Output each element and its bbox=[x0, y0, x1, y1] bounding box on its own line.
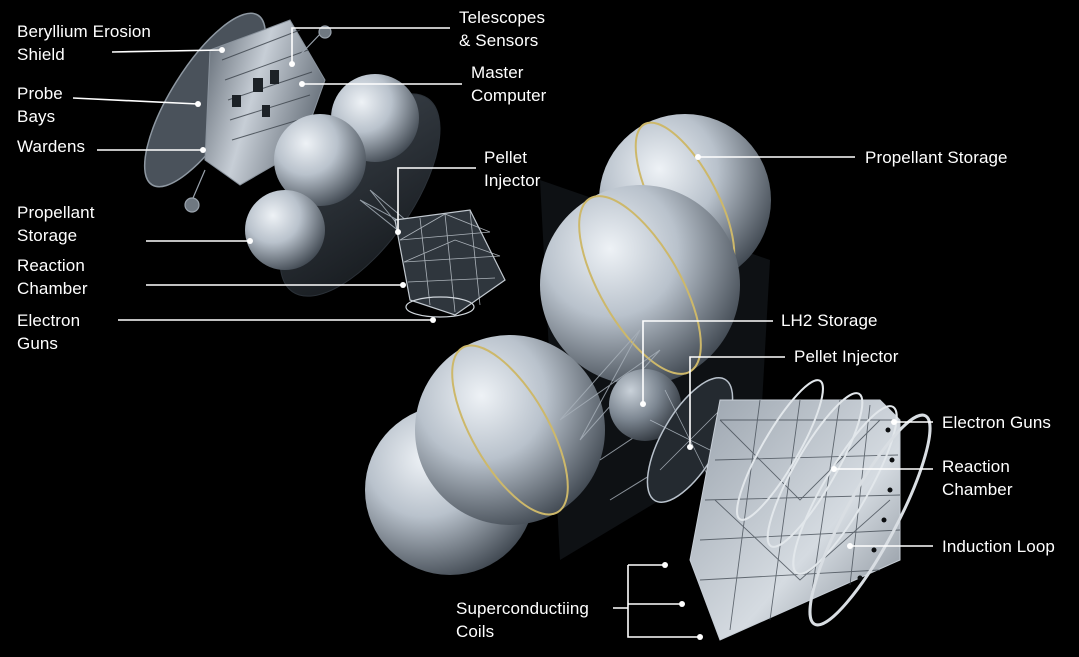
probe-module bbox=[123, 0, 505, 321]
label-master-computer: Master Computer bbox=[471, 61, 546, 107]
label-wardens: Wardens bbox=[17, 135, 85, 158]
leader-superconducting-coils bbox=[613, 565, 700, 637]
label-propellant-storage: Propellant Storage bbox=[865, 146, 1008, 169]
label-probe-propellant-storage: Propellant Storage bbox=[17, 201, 95, 247]
label-probe-bays: Probe Bays bbox=[17, 82, 63, 128]
label-probe-reaction-chamber: Reaction Chamber bbox=[17, 254, 88, 300]
stage-module bbox=[365, 109, 948, 640]
label-electron-guns: Electron Guns bbox=[942, 411, 1051, 434]
label-induction-loop: Induction Loop bbox=[942, 535, 1055, 558]
label-telescopes-sensors: Telescopes & Sensors bbox=[459, 6, 545, 52]
probe-sphere-lower bbox=[245, 190, 325, 270]
leader-telescopes bbox=[292, 28, 450, 64]
label-probe-electron-guns: Electron Guns bbox=[17, 309, 80, 355]
label-probe-pellet-injector: Pellet Injector bbox=[484, 146, 541, 192]
lh2-sphere-front bbox=[415, 335, 605, 525]
label-beryllium-erosion-shield: Beryllium Erosion Shield bbox=[17, 20, 151, 66]
label-lh2-storage: LH2 Storage bbox=[781, 309, 878, 332]
label-superconducting-coils: Superconductiing Coils bbox=[456, 597, 589, 643]
propellant-sphere-front bbox=[540, 185, 740, 385]
label-pellet-injector: Pellet Injector bbox=[794, 345, 899, 368]
label-reaction-chamber: Reaction Chamber bbox=[942, 455, 1013, 501]
